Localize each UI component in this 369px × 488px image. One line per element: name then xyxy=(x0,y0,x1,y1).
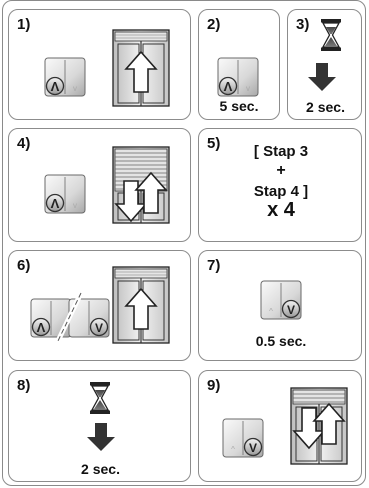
remote-down-button-icon: ^ V xyxy=(222,418,264,458)
svg-text:V: V xyxy=(287,303,295,317)
remote-up-button-icon: Λ v xyxy=(217,57,259,97)
step-2-number: 2) xyxy=(207,16,221,33)
step-7-duration: 0.5 sec. xyxy=(255,333,307,349)
svg-text:Λ: Λ xyxy=(51,196,60,211)
shutter-open-window-icon xyxy=(112,266,170,344)
step-7-card: 7) ^ V 0.5 sec. xyxy=(198,250,362,361)
step-5-line-3: Stap 4 ] xyxy=(253,183,309,200)
svg-text:v: v xyxy=(246,84,250,93)
svg-text:^: ^ xyxy=(269,307,273,316)
svg-text:V: V xyxy=(95,321,103,335)
step-3-card: 3) 2 sec. xyxy=(287,9,362,120)
step-8-number: 8) xyxy=(17,377,31,394)
shutter-down-window-icon xyxy=(290,387,348,465)
down-arrow-icon xyxy=(87,423,115,451)
step-2-card: 2) Λ v 5 sec. xyxy=(198,9,280,120)
svg-text:v: v xyxy=(73,84,77,93)
step-6-number: 6) xyxy=(17,257,31,274)
step-9-card: 9) ^ V xyxy=(198,370,362,482)
step-5-number: 5) xyxy=(207,135,221,152)
remote-up-down-buttons-icon: Λ V xyxy=(30,291,110,345)
step-9-number: 9) xyxy=(207,377,221,394)
step-8-duration: 2 sec. xyxy=(81,461,120,477)
svg-text:V: V xyxy=(249,441,257,455)
svg-text:v: v xyxy=(73,201,77,210)
step-3-number: 3) xyxy=(296,16,310,33)
step-4-card: 4) Λ v xyxy=(8,128,191,242)
step-7-number: 7) xyxy=(207,257,221,274)
step-1-number: 1) xyxy=(17,16,31,33)
step-5-repeat: x 4 xyxy=(267,199,295,221)
remote-down-button-icon: ^ V xyxy=(260,280,302,320)
step-8-card: 8) 2 sec. xyxy=(8,370,191,482)
svg-text:Λ: Λ xyxy=(37,320,46,335)
hourglass-icon xyxy=(320,18,342,52)
step-5-line-1: [ Stap 3 xyxy=(253,143,309,160)
step-3-duration: 2 sec. xyxy=(306,99,345,115)
svg-text:Λ: Λ xyxy=(224,79,233,94)
down-arrow-icon xyxy=(308,63,336,91)
remote-up-button-icon: Λ v xyxy=(44,174,86,214)
up-glyph: Λ xyxy=(51,79,60,94)
shutter-open-window-icon xyxy=(112,29,170,107)
step-6-card: 6) Λ V xyxy=(8,250,191,361)
step-5-line-2: + xyxy=(276,162,286,179)
hourglass-icon xyxy=(89,381,111,415)
step-2-duration: 5 sec. xyxy=(219,98,259,114)
remote-up-button-icon: Λ v xyxy=(44,57,86,97)
step-4-number: 4) xyxy=(17,135,31,152)
step-5-card: 5) [ Stap 3 + Stap 4 ] x 4 xyxy=(198,128,362,242)
svg-text:^: ^ xyxy=(231,445,235,454)
shutter-half-window-icon xyxy=(112,146,170,224)
step-1-card: 1) Λ v xyxy=(8,9,191,120)
